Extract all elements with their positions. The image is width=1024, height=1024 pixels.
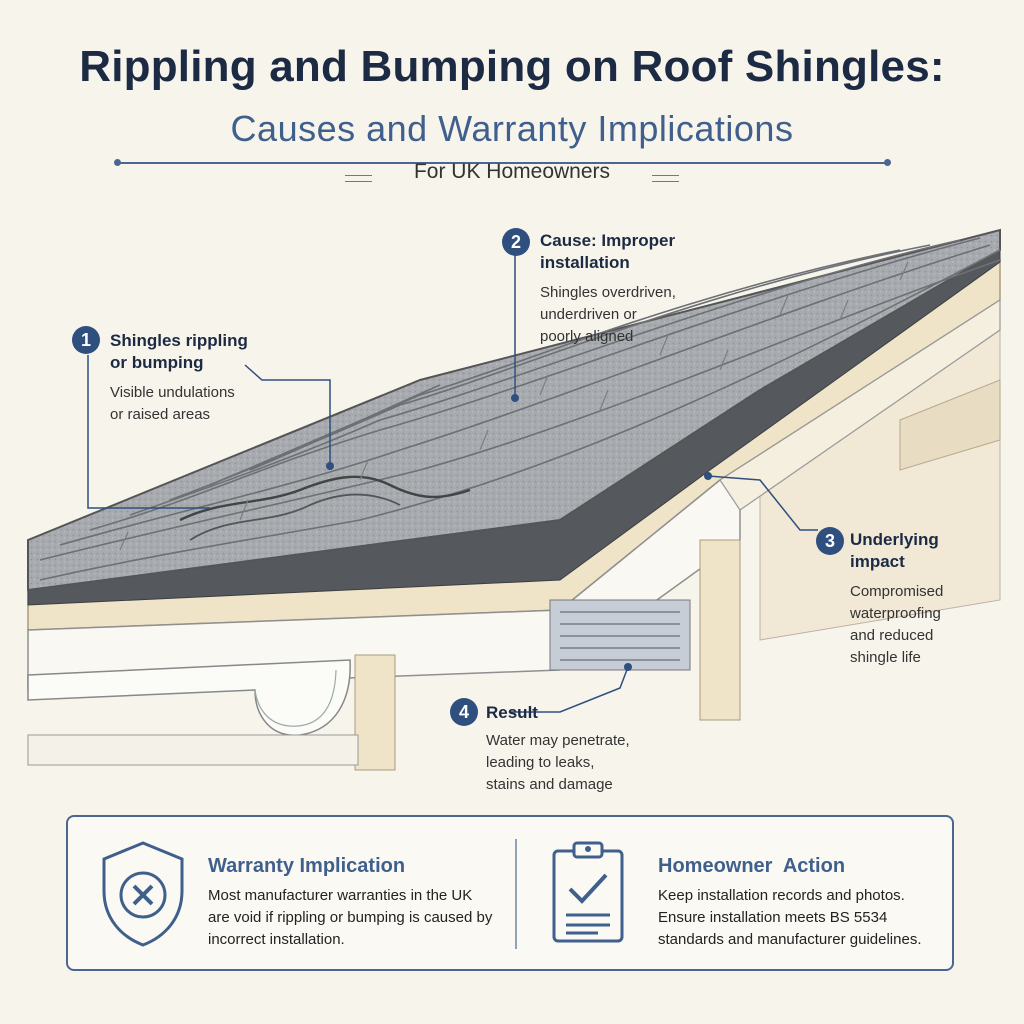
callout-4-heading: Result <box>486 703 538 722</box>
lower-fascia <box>27 734 359 766</box>
tagline-rule-right-2 <box>652 181 679 182</box>
callout-3-badge: 3 <box>816 527 844 555</box>
callout-1-heading-1: Shingles rippling <box>110 331 248 350</box>
callout-2-body-2: underdriven or <box>540 306 637 323</box>
callout-2-body-1: Shingles overdriven, <box>540 284 676 301</box>
action-body: Keep installation records and photos. En… <box>658 887 922 948</box>
shingle-ripple-bump <box>179 475 471 522</box>
callout-3-heading-1: Underlying <box>850 530 939 549</box>
rule-dot-right <box>884 159 891 166</box>
shingle-field <box>27 228 1001 592</box>
callout-1-badge: 1 <box>72 326 100 354</box>
panel-divider <box>515 839 517 949</box>
leader-line-1b <box>244 364 331 466</box>
soffit-board <box>899 379 1001 471</box>
warranty-heading: Warranty Implication <box>208 855 406 877</box>
callout-4-body-1: Water may penetrate, <box>486 732 630 749</box>
leader-line-4 <box>510 666 629 713</box>
warranty-body: Most manufacturer warranties in the UK a… <box>208 887 493 948</box>
callout-3-body-3: and reduced <box>850 627 934 644</box>
page-tagline: For UK Homeowners <box>413 160 611 183</box>
callout-1-body-2: or raised areas <box>110 406 211 423</box>
subtitle-rule <box>118 162 888 164</box>
rule-dot-left <box>114 159 121 166</box>
leader-dots <box>326 394 712 671</box>
shingle-ripple-bump-2 <box>189 493 401 541</box>
callout-3-body-2: waterproofing <box>850 605 941 622</box>
leader-line-1 <box>87 355 210 509</box>
callout-1-body-1: Visible undulations <box>110 384 235 401</box>
rafter-post <box>699 539 741 721</box>
clipboard-check-icon <box>552 841 624 943</box>
leader-line-3 <box>707 475 818 531</box>
callout-4-badge: 4 <box>450 698 478 726</box>
callout-4-body-3: stains and damage <box>486 776 613 793</box>
callout-2-heading-2: installation <box>540 253 630 272</box>
rafter-post-2 <box>354 654 396 771</box>
callout-3-body-1: Compromised <box>850 583 944 600</box>
info-panel: Warranty Implication Most manufacturer w… <box>66 815 954 971</box>
page-title: Rippling and Bumping on Roof Shingles: <box>79 42 945 91</box>
callout-4-body-2: leading to leaks, <box>486 754 595 771</box>
bargeboard <box>719 298 1001 511</box>
callout-3-heading-2: impact <box>850 552 905 571</box>
tagline-rule-left <box>345 175 372 176</box>
gutter-lip <box>254 669 337 727</box>
callout-2-heading-1: Cause: Improper <box>540 231 676 250</box>
action-heading: Homeowner Action <box>658 855 846 877</box>
page-subtitle: Causes and Warranty Implications <box>230 108 794 149</box>
callout-3-body-4: shingle life <box>850 649 921 666</box>
callout-2-badge: 2 <box>502 228 530 256</box>
shingle-courses <box>39 237 1001 581</box>
tagline-rule-right <box>652 175 679 176</box>
vent-slats <box>560 611 680 661</box>
shingle-joints <box>119 261 909 551</box>
shield-x-icon <box>102 841 184 947</box>
leader-lines <box>87 255 818 713</box>
callout-2-body-3: poorly aligned <box>540 328 634 345</box>
tagline-rule-left-2 <box>345 181 372 182</box>
callout-1-heading-2: or bumping <box>110 353 204 372</box>
